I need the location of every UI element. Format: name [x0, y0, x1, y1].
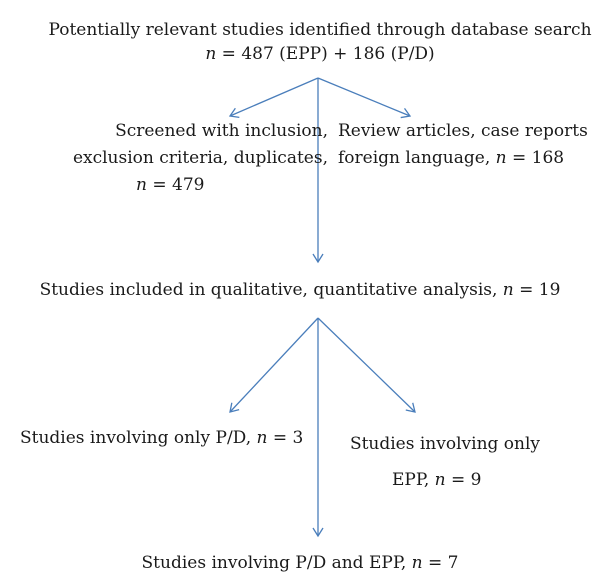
n-symbol: n	[434, 470, 446, 490]
pd-only-count: = 3	[267, 428, 304, 448]
excluded-line1: Review articles, case reports	[338, 121, 588, 141]
excluded-count: = 168	[506, 148, 565, 168]
included-text: Studies included in qualitative, quantit…	[39, 280, 503, 300]
arrow-to-epp-only	[317, 317, 416, 413]
identified-line1: Potentially relevant studies identified …	[48, 20, 592, 40]
screened-line2: exclusion criteria, duplicates,	[72, 148, 328, 168]
node-epp-only: Studies involving only EPP, n = 9	[340, 426, 550, 498]
n-symbol: n	[205, 44, 217, 64]
both-text: Studies involving P/D and EPP,	[141, 553, 412, 573]
epp-only-line2: EPP, n = 9	[340, 462, 550, 498]
excluded-line2: foreign language, n = 168	[338, 145, 598, 172]
n-symbol: n	[502, 280, 514, 300]
screened-line3: n = 479	[40, 172, 328, 199]
identified-line2: n = 487 (EPP) + 186 (P/D)	[20, 42, 600, 66]
n-symbol: n	[411, 553, 423, 573]
screened-count: = 479	[146, 175, 205, 195]
arrow-to-screened	[228, 77, 319, 119]
arrow-to-excluded	[317, 77, 412, 119]
epp-only-line2-text: EPP,	[392, 470, 435, 490]
screened-line1: Screened with inclusion,	[115, 121, 328, 141]
node-excluded: Review articles, case reports foreign la…	[338, 118, 598, 172]
node-identified: Potentially relevant studies identified …	[20, 18, 600, 66]
n-symbol: n	[256, 428, 268, 448]
node-screened: Screened with inclusion, exclusion crite…	[40, 118, 328, 199]
n-symbol: n	[136, 175, 147, 195]
node-pd-only: Studies involving only P/D, n = 3	[20, 426, 320, 450]
both-count: = 7	[422, 553, 459, 573]
identified-count: = 487 (EPP) + 186 (P/D)	[216, 44, 435, 64]
n-symbol: n	[495, 148, 507, 168]
epp-only-line1: Studies involving only	[349, 434, 541, 454]
node-included: Studies included in qualitative, quantit…	[0, 278, 600, 302]
epp-only-count: = 9	[445, 470, 482, 490]
excluded-line2-text: foreign language,	[338, 148, 496, 168]
pd-only-text: Studies involving only P/D,	[20, 428, 257, 448]
node-both: Studies involving P/D and EPP, n = 7	[0, 551, 600, 575]
included-count: = 19	[513, 280, 561, 300]
arrow-to-pd-only	[229, 317, 319, 413]
